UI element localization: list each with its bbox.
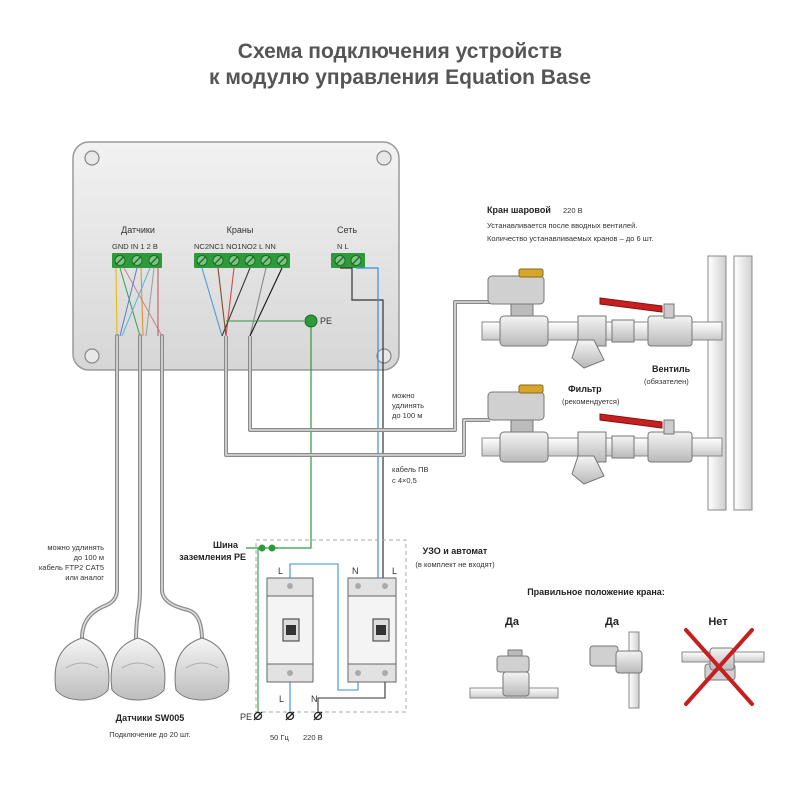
filter-note: (рекомендуется) xyxy=(562,397,620,406)
valve-terminal-block xyxy=(194,253,290,268)
sensors-label: Датчики SW005 xyxy=(116,713,185,723)
breaker-l-bottom: L xyxy=(279,694,284,704)
valve-wires xyxy=(201,267,283,337)
pv-cable-ext-line3: до 100 м xyxy=(392,411,422,420)
pe-label: PE xyxy=(320,316,332,326)
breaker-rcd xyxy=(347,577,397,683)
input-terminals xyxy=(253,711,323,721)
riser-pipes xyxy=(707,255,753,511)
input-freq-label: 50 Гц xyxy=(270,733,289,742)
breaker-n-top: N xyxy=(352,566,359,576)
sensor-cables xyxy=(80,334,204,642)
pv-cable-ext-line1: можно xyxy=(392,391,415,400)
power-terminal-block xyxy=(331,253,365,268)
pe-terminal xyxy=(304,314,318,328)
breaker-n-in-wire xyxy=(317,682,386,712)
orientation-yes2-illustration xyxy=(589,631,643,709)
orientation-yes1-illustration xyxy=(469,649,559,699)
input-pe-label: PE xyxy=(240,712,252,722)
filter-label: Фильтр xyxy=(568,384,602,394)
pe-bus-terminal-2 xyxy=(268,544,276,552)
pe-wire xyxy=(276,327,312,549)
pv-cable-name-line1: кабель ПВ xyxy=(392,465,429,474)
valve-assembly-2 xyxy=(481,384,723,485)
ball-valve-note1: Устанавливается после вводных вентилей. xyxy=(487,221,637,230)
diagram-title-line1: Схема подключения устройств xyxy=(238,40,563,63)
rcd-label: УЗО и автомат xyxy=(423,546,488,556)
water-sensor-2 xyxy=(110,637,166,701)
cross-icon xyxy=(684,628,754,706)
valve-terminal-labels: NC2NC1 NO1NO2 L NN xyxy=(194,242,276,251)
ball-valve-voltage: 220 В xyxy=(563,206,583,215)
orientation-yes2-label: Да xyxy=(605,616,620,628)
breaker-l-top: L xyxy=(278,566,283,576)
power-terminal-labels: N L xyxy=(337,242,349,251)
module-group-valves: Краны xyxy=(227,225,254,235)
orientation-title: Правильное положение крана: xyxy=(527,587,665,597)
orientation-no-label: Нет xyxy=(708,616,728,628)
valve-assembly-1 xyxy=(481,268,723,369)
diagram-title-line2: к модулю управления Equation Base xyxy=(209,66,591,89)
water-sensor-1 xyxy=(54,637,110,701)
shutoff-valve-label: Вентиль xyxy=(652,364,691,374)
sensor-cable-line2: до 100 м xyxy=(74,553,104,562)
sensor-cable-line1: можно удлинять xyxy=(47,543,104,552)
sensor-cable-line3: кабель FTP2 CAT5 xyxy=(39,563,104,572)
shutoff-valve-note: (обязателен) xyxy=(644,377,689,386)
power-l-wire xyxy=(356,267,379,578)
pe-bus-label-line2: заземления PE xyxy=(179,552,246,562)
sensor-terminal-labels: GND IN 1 2 В xyxy=(112,242,158,251)
pe-bus-label-line1: Шина xyxy=(213,540,239,550)
input-volt-label: 220 В xyxy=(303,733,323,742)
pv-cable-name-line2: с 4×0,5 xyxy=(392,476,417,485)
breaker-automatic xyxy=(266,577,314,683)
sensor-terminal-block xyxy=(112,253,162,268)
pe-bus-terminal-1 xyxy=(258,544,266,552)
breaker-l2-top: L xyxy=(392,566,397,576)
rcd-note: (в комплект не входят) xyxy=(415,560,495,569)
sensor-wires xyxy=(115,267,163,337)
sensor-cable-line4: или аналог xyxy=(65,573,104,582)
breaker-link-wire xyxy=(289,563,359,691)
breaker-n-bottom: N xyxy=(311,694,318,704)
orientation-yes1-label: Да xyxy=(505,616,520,628)
ball-valve-label: Кран шаровой xyxy=(487,205,551,215)
module-group-power: Сеть xyxy=(337,225,357,235)
sensors-note: Подключение до 20 шт. xyxy=(109,730,190,739)
pv-cable-ext-line2: удлинять xyxy=(392,401,424,410)
ball-valve-note2: Количество устанавливаемых кранов – до 6… xyxy=(487,234,653,243)
module-group-sensors: Датчики xyxy=(121,225,155,235)
water-sensor-3 xyxy=(174,637,230,701)
power-n-wire xyxy=(340,267,384,578)
